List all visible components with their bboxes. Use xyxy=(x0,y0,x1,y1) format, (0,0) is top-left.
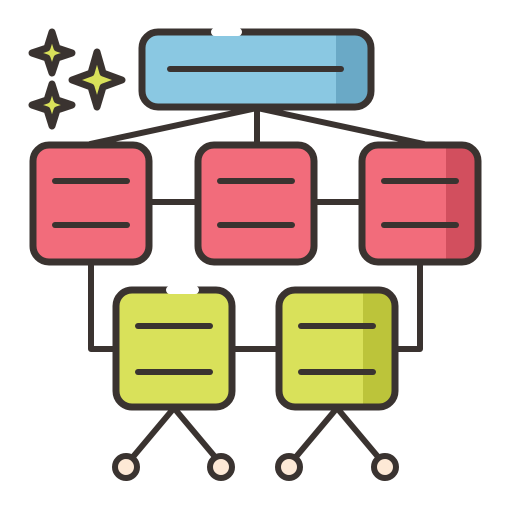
terminal-group xyxy=(112,453,399,481)
terminal-node xyxy=(371,453,399,481)
node-low-right xyxy=(275,286,399,411)
sparkle-icon xyxy=(28,80,76,130)
terminal-node xyxy=(112,453,140,481)
connector-top-to-right xyxy=(254,105,427,147)
node-mid-center xyxy=(194,141,318,266)
node-mid-left xyxy=(29,141,153,266)
node-mid-right xyxy=(358,141,482,266)
connector-low-right-terminals xyxy=(287,405,387,467)
node-low-left xyxy=(112,286,236,411)
terminal-node xyxy=(207,453,235,481)
connector-low-left-terminals xyxy=(124,405,224,467)
connector-mid-right-to-low-right xyxy=(393,259,423,352)
sparkle-icon xyxy=(68,48,126,111)
node-top xyxy=(138,28,375,111)
terminal-node xyxy=(275,453,303,481)
sparkle-group xyxy=(28,28,126,130)
connector-mid-left-to-low-left xyxy=(88,259,119,352)
connector-top-to-left xyxy=(87,105,260,147)
sparkle-icon xyxy=(28,28,76,77)
